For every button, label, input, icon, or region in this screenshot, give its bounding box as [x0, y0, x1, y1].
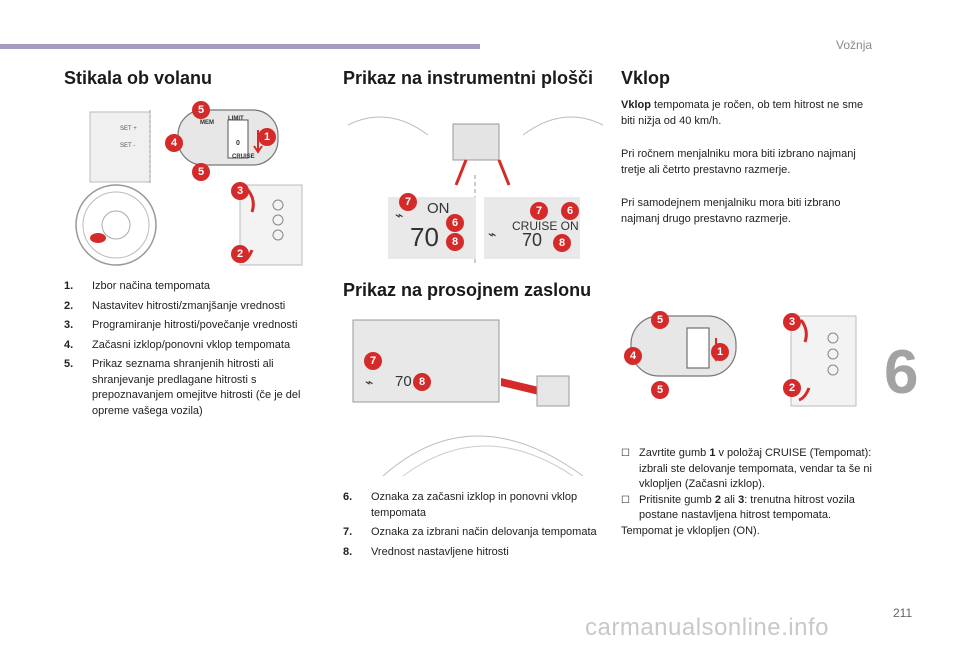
badge-5a: 5: [651, 311, 669, 329]
speedometer-icon: ⌁: [488, 226, 497, 242]
badge-5b: 5: [192, 163, 210, 181]
middle-list: 6.Oznaka za začasni izklop in ponovni vk…: [343, 490, 605, 564]
bullet-step-1: ☐ Zavrtite gumb 1 v položaj CRUISE (Temp…: [621, 447, 872, 490]
activation-diagram: [630, 315, 857, 407]
list-item: 1.Izbor načina tempomata: [64, 280, 211, 292]
badge-8b: 8: [553, 234, 571, 252]
bullet-arrow-icon: ☐: [621, 448, 630, 459]
chapter-number: 6: [884, 338, 919, 407]
cluster-left-state: ON: [427, 200, 450, 217]
speedometer-icon: ⌁: [365, 374, 374, 390]
badge-4: 4: [165, 134, 183, 152]
bullet-step-2: ☐ Pritisnite gumb 2 ali 3: trenutna hitr…: [621, 493, 855, 522]
label-zero: 0: [236, 140, 240, 147]
page-number: 211: [893, 606, 913, 620]
left-list: 1.Izbor načina tempomata 2.Nastavitev hi…: [64, 279, 326, 423]
middle-heading-cluster: Prikaz na instrumentni plošči: [343, 68, 594, 88]
label-limit: LIMIT: [228, 116, 244, 122]
badge-7b: 7: [530, 202, 548, 220]
label-set-minus: SET -: [120, 143, 136, 149]
hud-diagram: [352, 319, 584, 477]
label-set-plus: SET +: [120, 126, 137, 132]
badge-5b: 5: [651, 381, 669, 399]
badge-7c: 7: [364, 352, 382, 370]
paragraph: Vklop tempomata je ročen, ob tem hitrost…: [621, 99, 864, 127]
badge-3: 3: [783, 313, 801, 331]
left-heading: Stikala ob volanu: [64, 68, 213, 88]
badge-5a: 5: [192, 101, 210, 119]
hud-value: 70: [395, 373, 412, 390]
watermark: carmanualsonline.info: [585, 614, 829, 641]
label-cruise: CRUISE: [232, 154, 255, 160]
middle-heading-hud: Prikaz na prosojnem zaslonu: [343, 280, 592, 300]
cluster-diagram: [347, 116, 604, 265]
right-instructions: ☐ Zavrtite gumb 1 v položaj CRUISE (Temp…: [621, 446, 883, 539]
badge-1: 1: [258, 128, 276, 146]
list-item: 5.Prikaz seznama shranjenih hitrosti ali…: [64, 358, 301, 417]
badge-2: 2: [783, 379, 801, 397]
right-intro: Vklop tempomata je ročen, ob tem hitrost…: [621, 98, 866, 227]
cluster-right-value: 70: [522, 230, 543, 250]
badge-6a: 6: [446, 214, 464, 232]
closing-note: Tempomat je vklopljen (ON).: [621, 524, 760, 537]
list-item: 8.Vrednost nastavljene hitrosti: [343, 545, 509, 558]
steering-diagram: [75, 109, 303, 266]
bullet-arrow-icon: ☐: [621, 494, 630, 506]
speedometer-icon: ⌁: [395, 207, 404, 223]
badge-2: 2: [231, 245, 249, 263]
header-bar: [0, 44, 480, 49]
list-item: 6.Oznaka za začasni izklop in ponovni vk…: [343, 491, 578, 519]
cluster-left-value: 70: [410, 222, 439, 252]
list-item: 2.Nastavitev hitrosti/zmanjšanje vrednos…: [64, 299, 286, 312]
list-item: 4.Začasni izklop/ponovni vklop tempomata: [64, 338, 291, 351]
list-item: 3.Programiranje hitrosti/povečanje vredn…: [64, 319, 298, 331]
badge-1: 1: [711, 343, 729, 361]
badge-8a: 8: [446, 233, 464, 251]
right-heading: Vklop: [621, 68, 671, 88]
paragraph: Pri ročnem menjalniku mora biti izbrano …: [621, 148, 856, 176]
section-title: Vožnja: [836, 38, 873, 52]
badge-4: 4: [624, 347, 642, 365]
cluster-right-state: CRUISE ON: [512, 219, 579, 233]
badge-8c: 8: [413, 373, 431, 391]
badge-7a: 7: [399, 193, 417, 211]
paragraph: Pri samodejnem menjalniku mora biti izbr…: [621, 197, 841, 225]
badge-6b: 6: [561, 202, 579, 220]
badge-3: 3: [231, 182, 249, 200]
list-item: 7.Oznaka za izbrani način delovanja temp…: [343, 526, 597, 538]
label-mem-top: MEM: [200, 120, 214, 126]
